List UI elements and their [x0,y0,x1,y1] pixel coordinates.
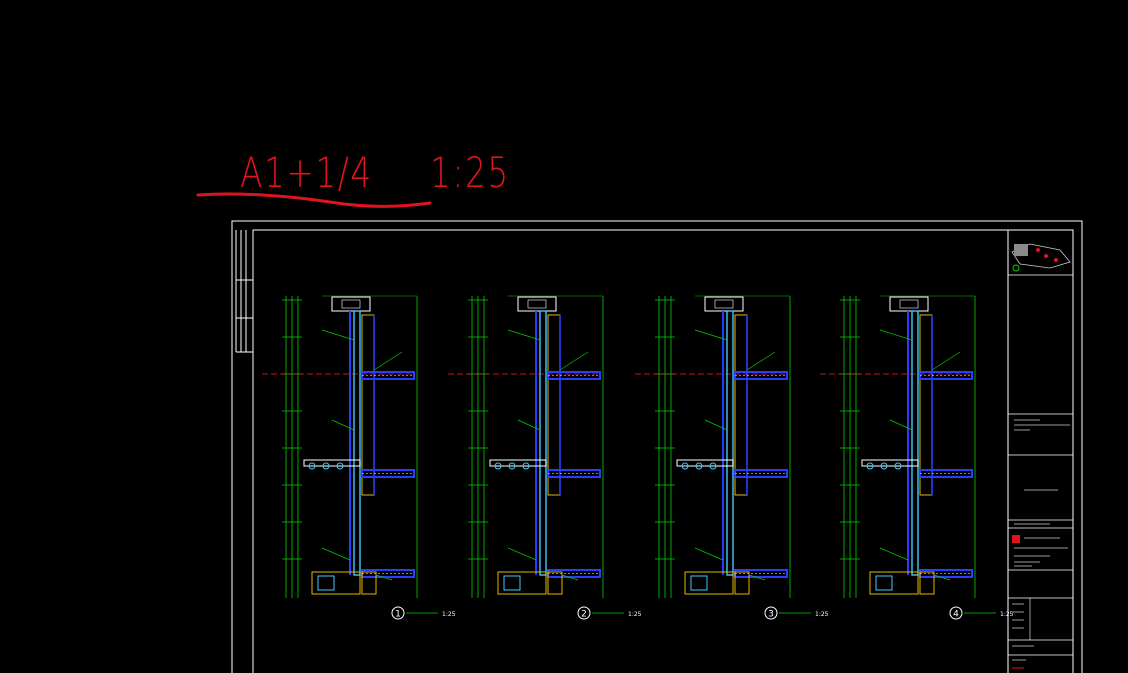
section-number-4: 4 [953,610,959,620]
section-scale-1: 1:25 [442,611,456,618]
wall-section-4: 4 1:25 [820,295,1014,620]
section-number-3: 3 [768,610,774,620]
annotation-underline [196,192,432,208]
section-scale-3: 1:25 [815,611,829,618]
annotation-sheet-label: A1+1/4 [240,148,373,197]
section-marker-1 [391,606,405,620]
section-number-2: 2 [581,610,587,620]
annotation-scale: 1:25 [430,148,510,197]
section-marker-2 [577,606,591,620]
wall-section-3: 3 1:25 [635,295,829,620]
section-number-1: 1 [395,610,401,620]
section-marker-4 [949,606,963,620]
section-scale-4: 1:25 [1000,611,1014,618]
title-block [1007,229,1074,673]
wall-section-1: 1 1:25 [262,295,456,620]
section-scale-2: 1:25 [628,611,642,618]
wall-section-2: 2 1:25 [448,295,642,620]
drawing-sheet-frame [231,220,1083,673]
section-marker-3 [764,606,778,620]
